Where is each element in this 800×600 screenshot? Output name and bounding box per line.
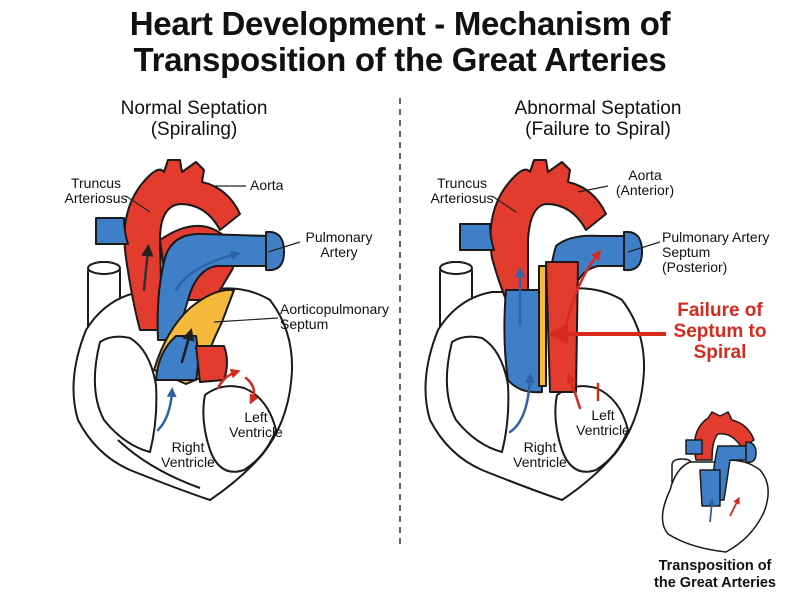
label-line: Pulmonary Artery xyxy=(662,229,770,245)
label-line: Aorta xyxy=(628,167,662,183)
normal-heading-line-2: (Spiraling) xyxy=(150,119,238,140)
callout-line: Failure of xyxy=(677,300,763,321)
label-line: Septum xyxy=(280,316,329,332)
pulmonary-left-branch xyxy=(459,223,495,251)
abnormal-label-pulmonary: Pulmonary Artery Septum (Posterior) xyxy=(662,230,769,275)
label-line: (Anterior) xyxy=(615,182,675,198)
left-ventricle-chamber xyxy=(554,385,629,473)
title-line-1: Heart Development - Mechanism of xyxy=(129,5,671,42)
left-ventricle-chamber xyxy=(202,385,277,473)
inset-caption: Transposition of the Great Arteries xyxy=(640,558,790,592)
abnormal-heading-line-2: (Failure to Spiral) xyxy=(525,119,671,140)
pulmonary-left-branch xyxy=(95,217,129,245)
inset-flow-arrows xyxy=(708,496,740,523)
abnormal-label-left-ventricle: Left Ventricle xyxy=(572,408,634,438)
label-line: Ventricle xyxy=(229,424,283,440)
aorta-vessel xyxy=(489,159,607,301)
label-line: Artery xyxy=(320,244,358,260)
normal-flow-arrows xyxy=(141,243,259,432)
abnormal-label-truncus: Truncus Arteriosus xyxy=(422,176,502,206)
label-line: Pulmonary xyxy=(305,229,373,245)
label-line: Arteriosus xyxy=(64,190,128,206)
normal-panel-heading: Normal Septation (Spiraling) xyxy=(44,98,344,140)
title-line-2: Transposition of the Great Arteries xyxy=(133,41,667,78)
pulmonary-artery-vessel xyxy=(156,232,271,341)
abnormal-label-right-ventricle: Right Ventricle xyxy=(502,440,578,470)
label-line: (Posterior) xyxy=(662,259,728,275)
normal-label-septum: Aorticopulmonary Septum xyxy=(280,302,389,332)
abnormal-panel-heading: Abnormal Septation (Failure to Spiral) xyxy=(448,98,748,140)
inset-heart-illustration xyxy=(661,411,769,553)
normal-label-truncus: Truncus Arteriosus xyxy=(56,176,136,206)
callout-line: Spiral xyxy=(693,342,747,363)
caption-line: Transposition of xyxy=(658,558,772,574)
abnormal-flow-arrows xyxy=(508,250,602,434)
normal-label-right-ventricle: Right Ventricle xyxy=(150,440,226,470)
unspiraled-outflow xyxy=(503,289,543,394)
right-atrium-chamber xyxy=(445,335,510,453)
failure-callout-text: Failure of Septum to Spiral xyxy=(662,300,778,363)
diagram-title: Heart Development - Mechanism of Transpo… xyxy=(0,6,800,78)
normal-leader-lines xyxy=(125,185,301,323)
label-line: Left xyxy=(244,409,268,425)
label-line: Arteriosus xyxy=(430,190,494,206)
label-line: Septum xyxy=(662,244,711,260)
label-line: Ventricle xyxy=(513,454,567,470)
normal-label-aorta: Aorta xyxy=(250,177,284,193)
abnormal-label-aorta: Aorta (Anterior) xyxy=(608,168,682,198)
straight-septum xyxy=(538,265,547,387)
failure-callout-arrow xyxy=(548,324,666,344)
label-line: Ventricle xyxy=(576,422,630,438)
label-line: Aorticopulmonary xyxy=(280,301,389,317)
abnormal-heading-line-1: Abnormal Septation xyxy=(514,98,682,119)
label-line: Truncus xyxy=(70,175,122,191)
right-atrium-chamber xyxy=(93,335,158,453)
label-line: Left xyxy=(591,407,615,423)
abnormal-leader-lines xyxy=(491,185,661,253)
normal-label-pulmonary: Pulmonary Artery xyxy=(296,230,382,260)
label-line: Ventricle xyxy=(161,454,215,470)
abnormal-heart-illustration xyxy=(424,159,646,501)
label-line: Right xyxy=(523,439,557,455)
caption-line: the Great Arteries xyxy=(654,575,776,591)
label-line: Right xyxy=(171,439,205,455)
normal-heading-line-1: Normal Septation xyxy=(120,98,268,119)
normal-heart-illustration xyxy=(72,159,294,501)
normal-label-left-ventricle: Left Ventricle xyxy=(226,410,286,440)
label-line: Truncus xyxy=(436,175,488,191)
callout-line: Septum to xyxy=(673,321,767,342)
